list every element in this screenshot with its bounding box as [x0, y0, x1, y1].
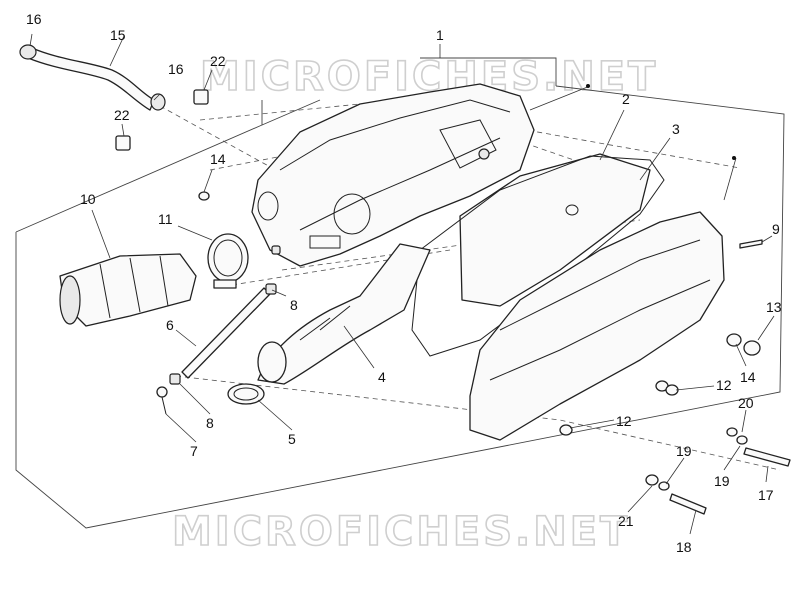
filter-element-part-2: [459, 153, 651, 307]
leader-lines: [29, 33, 775, 535]
clamp-part-5: [227, 383, 265, 405]
callout-7: 7: [190, 443, 198, 459]
callout-15: 15: [110, 27, 126, 43]
gasket-part-3: [411, 155, 665, 357]
callout-19: 19: [676, 443, 692, 459]
screw-part-17: [743, 447, 791, 467]
callout-labels: 16 15 16 22 22 1 2 3 14 10 11 9 13 8 6 4…: [26, 11, 782, 555]
callout-12: 12: [716, 377, 732, 393]
assembly-frame: [15, 85, 785, 529]
callout-12: 12: [616, 413, 632, 429]
screw-part-18: [669, 493, 707, 515]
grommet-part-13: [743, 340, 761, 356]
callout-17: 17: [758, 487, 774, 503]
callout-4: 4: [378, 369, 386, 385]
callout-5: 5: [288, 431, 296, 447]
duct-part-4: [257, 243, 431, 385]
callout-2: 2: [622, 91, 630, 107]
callout-22: 22: [114, 107, 130, 123]
airbox-cover: [469, 211, 725, 441]
callout-6: 6: [166, 317, 174, 333]
callout-16: 16: [168, 61, 184, 77]
screw-part-7: [156, 386, 168, 415]
callout-10: 10: [80, 191, 96, 207]
callout-8: 8: [206, 415, 214, 431]
callout-14: 14: [210, 151, 226, 167]
callout-22: 22: [210, 53, 226, 69]
callout-3: 3: [672, 121, 680, 137]
callout-9: 9: [772, 221, 780, 237]
callout-11: 11: [158, 211, 173, 227]
callout-19: 19: [714, 473, 730, 489]
callout-16: 16: [26, 11, 42, 27]
hose-part-15: [19, 44, 166, 111]
screw-part-9: [739, 239, 763, 249]
callout-13: 13: [766, 299, 782, 315]
callout-14: 14: [740, 369, 756, 385]
callout-dot: [732, 156, 736, 160]
callout-1: 1: [436, 27, 444, 43]
watermark-bottom: MICROFICHES.NET: [172, 509, 630, 555]
assembly-frame-top: [261, 57, 557, 126]
callout-21: 21: [618, 513, 634, 529]
callout-8: 8: [290, 297, 298, 313]
washers: [198, 191, 748, 491]
callout-18: 18: [676, 539, 692, 555]
callout-20: 20: [738, 395, 754, 411]
intake-duct-part-10: [59, 253, 197, 327]
hose-clamp-part-11: [207, 233, 249, 289]
airbox-housing-part-1: [251, 83, 535, 267]
callout-dot: [586, 84, 590, 88]
clip-part-22: [115, 89, 209, 151]
fitting-part-8: [169, 245, 281, 385]
drain-tube-part-6: [181, 287, 271, 379]
